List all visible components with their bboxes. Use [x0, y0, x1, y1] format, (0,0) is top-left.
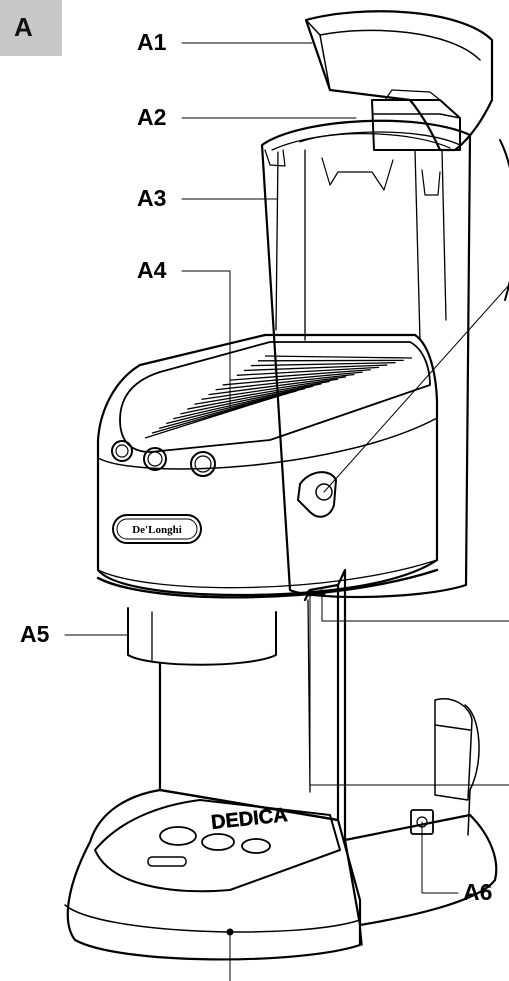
label-a5: A5 [20, 621, 50, 647]
grill-rib [166, 390, 297, 425]
grill-rib [180, 385, 314, 415]
brand-logo-text: De'Longhi [132, 524, 182, 536]
grill-rib [243, 364, 388, 372]
label-a3: A3 [137, 185, 167, 211]
lid [304, 10, 494, 152]
leader-lines [64, 42, 509, 981]
section-letter: A [14, 12, 33, 42]
grill-rib [158, 392, 289, 429]
grill-rib [201, 378, 338, 401]
steam-arc [499, 139, 509, 301]
section-badge: A [0, 0, 62, 56]
water-tank [260, 119, 472, 599]
cup-warmer-grill [144, 355, 413, 439]
control-buttons [111, 440, 216, 477]
label-a4: A4 [137, 257, 167, 283]
grill-rib [229, 369, 371, 381]
grill-rib [215, 373, 355, 391]
grill-rib [187, 383, 322, 410]
label-a2: A2 [137, 104, 167, 130]
upper-body [96, 333, 439, 599]
button-two-cups [143, 447, 167, 471]
column [158, 568, 347, 842]
steam-knob [297, 471, 337, 518]
grill-rib [250, 362, 396, 367]
grill-rib [173, 387, 306, 420]
button-steam [190, 451, 216, 477]
grill-rib [208, 376, 347, 396]
grill-rib [236, 366, 380, 376]
model-name-text: DEDICA [210, 804, 289, 834]
label-a6: A6 [463, 879, 493, 905]
filter-holder [127, 607, 277, 666]
brand-logo [112, 514, 202, 544]
base [64, 698, 498, 961]
grill-rib [194, 380, 330, 405]
button-one-cup [111, 440, 133, 462]
grill-rib [264, 355, 413, 359]
label-a1: A1 [137, 29, 167, 55]
grill-rib [222, 371, 363, 386]
